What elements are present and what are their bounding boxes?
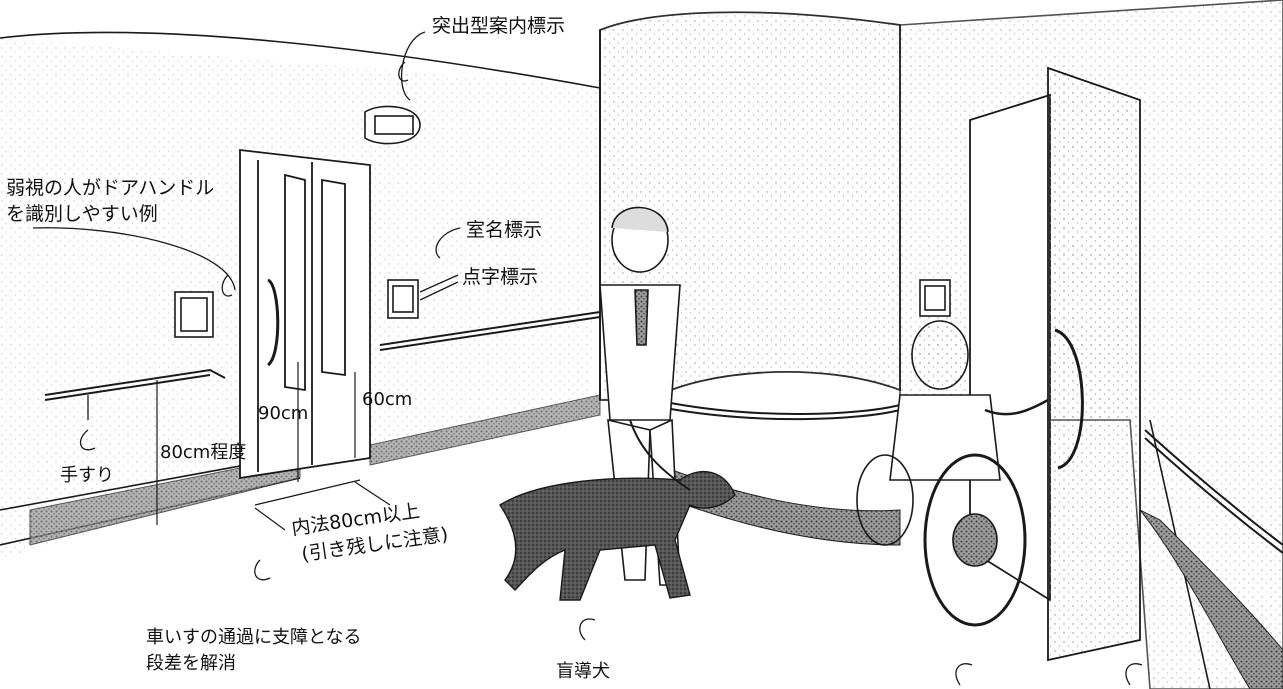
guide-dog-figure <box>499 419 736 601</box>
label-step-line2: 段差を解消 <box>146 653 236 674</box>
label-step-line1: 車いすの通過に支障となる <box>146 627 362 648</box>
label-handrail: 手すり <box>60 465 114 486</box>
wheelchair-user-figure <box>856 320 1049 627</box>
double-door <box>239 148 371 480</box>
label-door-handle-line1: 弱視の人がドアハンドル <box>6 177 215 199</box>
label-door-height: 90cm <box>258 403 309 424</box>
right-doorway <box>969 66 1141 662</box>
label-protruding-sign: 突出型案内標示 <box>432 15 566 37</box>
label-guide-dog: 盲導犬 <box>556 661 610 682</box>
dimension-lines <box>156 362 391 531</box>
left-baseboard <box>29 455 301 546</box>
label-handrail-height: 80cm程度 <box>160 442 247 463</box>
handrails <box>44 311 1283 554</box>
label-room-sign: 室名標示 <box>466 219 543 241</box>
label-door-handle-line2: を識別しやすい例 <box>6 203 158 225</box>
label-side-clearance: 60cm <box>362 389 413 410</box>
label-braille-sign: 点字標示 <box>462 266 539 288</box>
wall-plates <box>174 105 951 338</box>
callout-leaders <box>32 31 1143 686</box>
